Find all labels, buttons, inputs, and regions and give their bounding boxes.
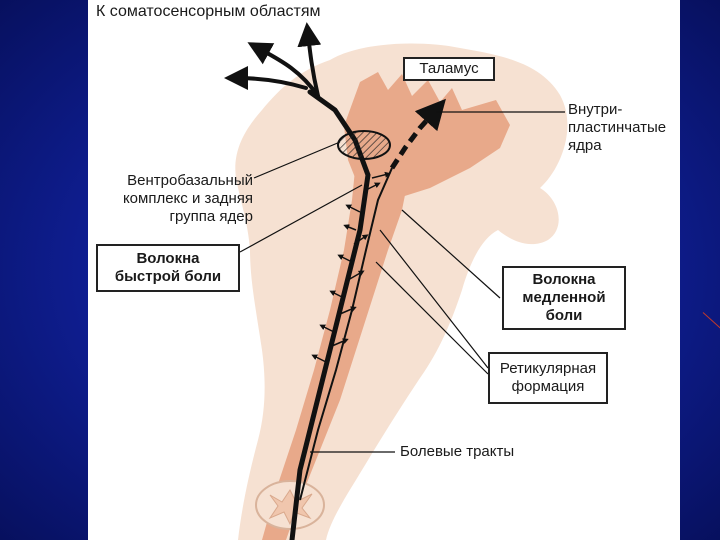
leader-lines bbox=[239, 111, 565, 453]
fast-pain-fibers-label: Волокна быстрой боли bbox=[114, 250, 222, 285]
thalamus-label: Таламус bbox=[419, 60, 479, 77]
slow-pain-fibers-label: Волокна медленной боли bbox=[522, 271, 606, 324]
spinal-cord-section-icon bbox=[255, 480, 325, 530]
reticular-formation-label: Ретикулярная формация bbox=[499, 360, 597, 395]
fast-pain-fibers-box: Волокна быстрой боли bbox=[96, 244, 240, 292]
thalamus-label-box: Таламус bbox=[403, 57, 495, 81]
pain-tract-band bbox=[262, 160, 410, 540]
slow-pain-pathway bbox=[299, 167, 393, 501]
ventrobasal-complex-label: Вентробазальный комплекс и задняя группа… bbox=[122, 172, 253, 225]
reticular-formation-box: Ретикулярная формация bbox=[488, 352, 608, 404]
fast-pain-pathway bbox=[289, 89, 371, 540]
intralaminar-nuclei-label: Внутри- пластинчатые ядра bbox=[568, 101, 667, 154]
top-label: К соматосенсорным областям bbox=[96, 3, 321, 20]
slow-pain-dashed-line bbox=[389, 98, 446, 170]
pain-tracts-label: Болевые тракты bbox=[400, 443, 515, 460]
projection-arrows bbox=[224, 22, 322, 98]
ventrobasal-nucleus bbox=[337, 130, 391, 160]
slow-pain-fibers-box: Волокна медленной боли bbox=[502, 266, 626, 330]
